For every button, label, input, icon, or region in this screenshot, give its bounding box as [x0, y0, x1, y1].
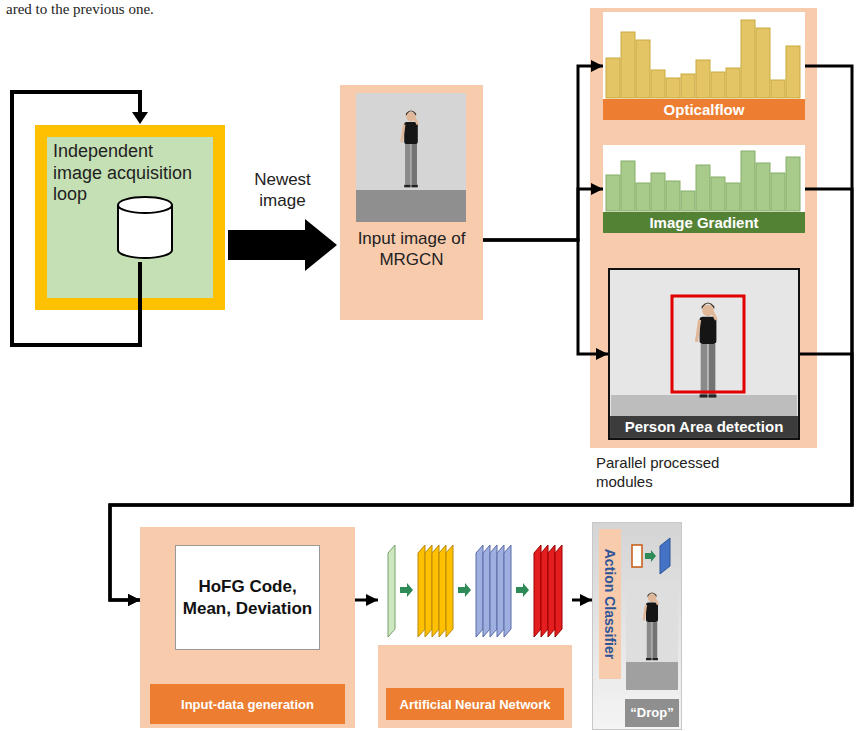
module-label: Person Area detection [610, 416, 798, 438]
block-arrow [228, 219, 337, 271]
input-data-panel: Input-data generation HoFG Code, Mean, De… [140, 527, 355, 728]
connector-arrow [483, 189, 603, 240]
panel-label: Artificial Neural Network [386, 688, 564, 720]
classifier-icon [632, 538, 670, 574]
panel-label: Input-data generation [150, 684, 345, 724]
module-label: Opticalflow [603, 99, 805, 120]
edge-label-holder: Newest image [243, 170, 323, 211]
database-cylinder [118, 197, 172, 258]
box-text: Independent image acquisition loop [53, 141, 207, 206]
edge-label: Newest image [243, 170, 323, 211]
detection-photo [611, 271, 797, 437]
box-text: HoFG Code, Mean, Deviation [180, 576, 315, 619]
neural-network-layers [388, 545, 562, 637]
result-label: “Drop” [625, 699, 679, 727]
classifier-photo [626, 580, 678, 690]
connector-arrow [355, 599, 378, 602]
connector-arrow [483, 240, 608, 354]
connector-arrow [572, 599, 592, 602]
module-label: Image Gradient [603, 212, 805, 233]
vertical-label: Action Classifier [599, 529, 621, 679]
label-holder: ared to the previous one. [6, 1, 154, 18]
opticalflow-bars [606, 20, 800, 98]
gradient-bars [606, 151, 800, 211]
connector-arrow [483, 66, 603, 240]
hofg-box: HoFG Code, Mean, Deviation [175, 545, 320, 650]
connector-arrow [110, 354, 852, 600]
connector-arrow [110, 189, 852, 600]
connector-arrow [110, 66, 852, 600]
box-text: Input image of MRGCN [340, 228, 483, 271]
panel-heading: Parallel processed modules [590, 454, 766, 492]
input-photo [356, 93, 466, 222]
text-fragment: ared to the previous one. [6, 1, 154, 18]
